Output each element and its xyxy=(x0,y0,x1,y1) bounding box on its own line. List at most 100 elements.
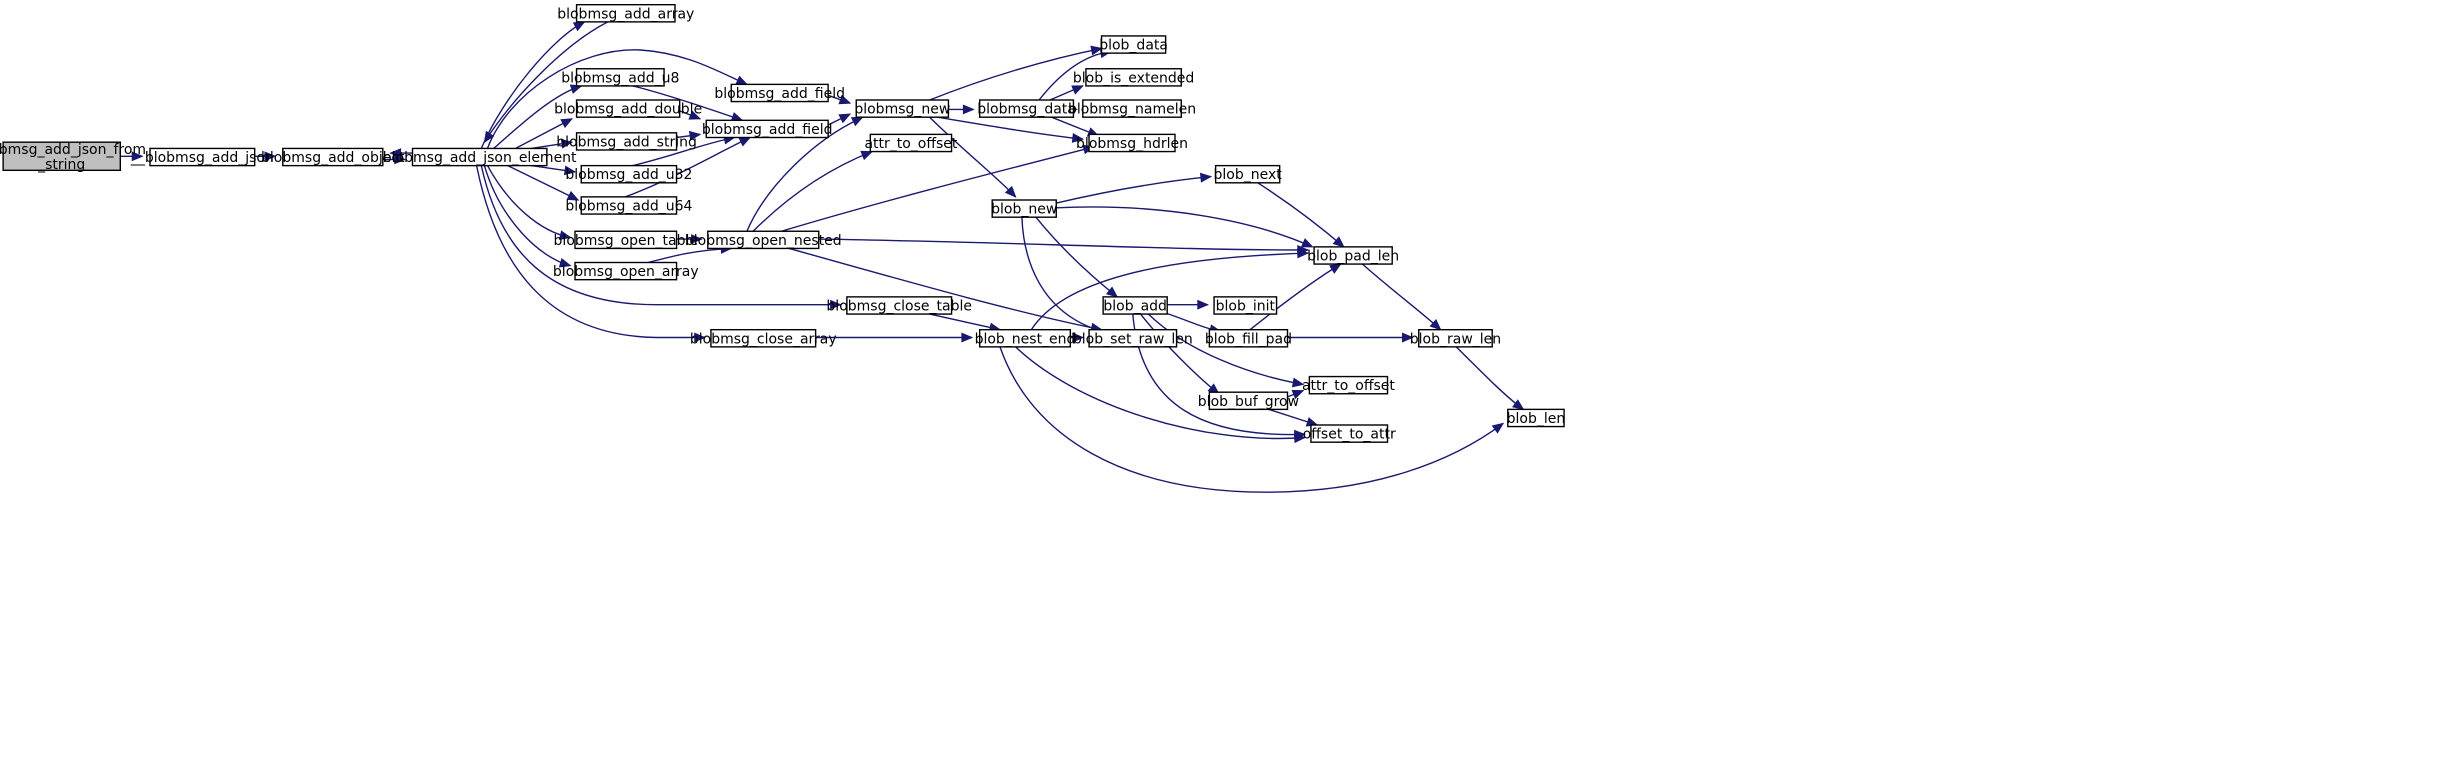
edge-blobmsg_new-to-blobmsg_data xyxy=(948,104,975,115)
edge-blob_next-to-blob_pad_len xyxy=(1257,182,1345,248)
arrow-head-icon xyxy=(1090,45,1103,56)
node-blobmsg-new[interactable]: blobmsg_new xyxy=(854,99,950,118)
edge-blob_buf_grow-to-attr_to_offset_2 xyxy=(1287,389,1305,400)
arrow-head-icon xyxy=(694,332,706,343)
node-blob-is-extended[interactable]: blob_is_extended xyxy=(1073,68,1194,87)
edge-line xyxy=(746,116,863,232)
arrow-head-icon xyxy=(850,116,864,127)
node-blobmsg-data[interactable]: blobmsg_data xyxy=(977,99,1076,118)
node-open-nested[interactable]: blobmsg_open_nested xyxy=(685,230,842,250)
arrow-head-icon xyxy=(688,110,702,120)
node-label: blob_add xyxy=(1103,298,1167,314)
node-add-field-top[interactable]: blobmsg_add_field xyxy=(714,83,845,103)
node-label: blob_init xyxy=(1216,298,1276,314)
arrow-head-icon xyxy=(1197,299,1210,310)
node-box xyxy=(707,230,820,250)
node-blobmsg-hdrlen[interactable]: blobmsg_hdrlen xyxy=(1076,133,1188,153)
node-open-array[interactable]: blobmsg_open_array xyxy=(553,261,699,281)
node-box xyxy=(869,133,953,153)
arrow-head-icon xyxy=(264,151,277,162)
node-blob-init[interactable]: blob_init xyxy=(1213,296,1278,315)
node-blob-pad-len[interactable]: blob_pad_len xyxy=(1307,246,1399,265)
node-add-string[interactable]: blobmsg_add_string xyxy=(556,132,697,151)
edge-line xyxy=(929,47,1102,101)
node-box xyxy=(149,147,256,167)
node-blob-add[interactable]: blob_add xyxy=(1102,296,1168,315)
arrow-head-icon xyxy=(1300,238,1314,248)
node-add-json-element[interactable]: blobmsg_add_json_element xyxy=(383,147,577,167)
edge-line xyxy=(483,21,609,143)
arrow-head-icon xyxy=(1512,399,1525,411)
arrow-head-icon xyxy=(483,130,495,144)
node-add-json[interactable]: __blobmsg_add_json xyxy=(130,147,274,167)
edge-line xyxy=(1035,216,1118,298)
node-add-u32[interactable]: blobmsg_add_u32 xyxy=(565,164,692,184)
edge-add_json_element-to-add_u32 xyxy=(531,164,577,176)
node-box xyxy=(710,328,817,348)
node-label: blobmsg_add_u64 xyxy=(565,198,692,214)
nodes-layer: blobmsg_add_json_from_string__blobmsg_ad… xyxy=(0,3,1566,443)
node-box xyxy=(580,164,678,184)
node-box xyxy=(846,296,953,315)
edge-line xyxy=(475,165,705,339)
edge-line xyxy=(929,116,1017,198)
node-box xyxy=(1100,35,1167,54)
node-blob-data[interactable]: blob_data xyxy=(1099,35,1168,54)
node-add-array[interactable]: blobmsg_add_array xyxy=(557,3,694,23)
node-blob-nest-end[interactable]: blob_nest_end xyxy=(975,328,1076,348)
node-attr-to-offset-2[interactable]: attr_to_offset xyxy=(1302,375,1395,395)
node-blob-fill-pad[interactable]: blob_fill_pad xyxy=(1205,328,1292,348)
node-open-table[interactable]: blobmsg_open_table xyxy=(554,230,698,250)
node-box xyxy=(1418,328,1493,348)
node-label: blobmsg_namelen xyxy=(1068,102,1196,118)
edge-line xyxy=(480,21,585,149)
node-close-table[interactable]: blobmsg_close_table xyxy=(826,296,972,315)
arrow-head-icon xyxy=(1072,332,1085,343)
node-box xyxy=(1310,424,1389,443)
node-box xyxy=(991,199,1057,218)
node-blob-new[interactable]: blob_new xyxy=(991,199,1057,218)
node-blobmsg-namelen[interactable]: blobmsg_namelen xyxy=(1068,99,1196,118)
node-blob-len[interactable]: blob_len xyxy=(1507,408,1566,428)
node-offset-to-attr[interactable]: offset_to_attr xyxy=(1303,424,1396,443)
node-blob-set-raw-len[interactable]: blob_set_raw_len xyxy=(1073,328,1193,348)
node-attr-to-offset-1[interactable]: attr_to_offset xyxy=(864,133,958,153)
node-box xyxy=(574,230,678,250)
edge-line xyxy=(752,150,873,232)
node-blob-raw-len[interactable]: blob_raw_len xyxy=(1410,328,1501,348)
node-box xyxy=(730,83,829,103)
node-root[interactable]: blobmsg_add_json_from_string xyxy=(0,141,146,173)
node-box xyxy=(411,147,548,167)
node-close-array[interactable]: blobmsg_close_array xyxy=(690,328,837,348)
node-box xyxy=(705,119,829,139)
node-box xyxy=(855,99,950,118)
node-box xyxy=(1507,408,1565,428)
node-add-field-mid[interactable]: blobmsg_add_field xyxy=(702,119,833,139)
node-box xyxy=(978,328,1072,348)
node-box xyxy=(575,68,665,87)
node-box xyxy=(1214,164,1281,184)
edge-line xyxy=(624,136,751,198)
edge-line xyxy=(515,118,573,150)
edge-add_json-to-add_object xyxy=(254,151,277,162)
arrow-head-icon xyxy=(961,332,974,343)
node-box xyxy=(575,99,681,118)
node-label: blob_data xyxy=(1099,38,1168,54)
node-label: blob_fill_pad xyxy=(1205,331,1292,347)
node-blob-buf-grow[interactable]: blob_buf_grow xyxy=(1198,391,1299,411)
node-label: blob_new xyxy=(991,202,1057,218)
node-add-u8[interactable]: blobmsg_add_u8 xyxy=(561,68,679,87)
node-add-u64[interactable]: blobmsg_add_u64 xyxy=(565,196,693,215)
node-blob-next[interactable]: blob_next xyxy=(1214,164,1283,184)
node-add-double[interactable]: blobmsg_add_double xyxy=(554,99,702,118)
node-label: blobmsg_open_table xyxy=(554,233,698,249)
node-label: blobmsg_open_nested xyxy=(685,233,842,249)
edge-open_nested-to-blob_set_raw_len xyxy=(788,247,1103,333)
edge-add_field_top-to-blobmsg_new xyxy=(827,94,852,105)
node-label: blobmsg_data xyxy=(977,102,1076,118)
edge-blobmsg_new-to-blob_data xyxy=(929,45,1103,101)
arrow-head-icon xyxy=(838,113,852,124)
node-add-object[interactable]: blobmsg_add_object xyxy=(261,147,405,167)
edge-line xyxy=(788,247,1102,331)
